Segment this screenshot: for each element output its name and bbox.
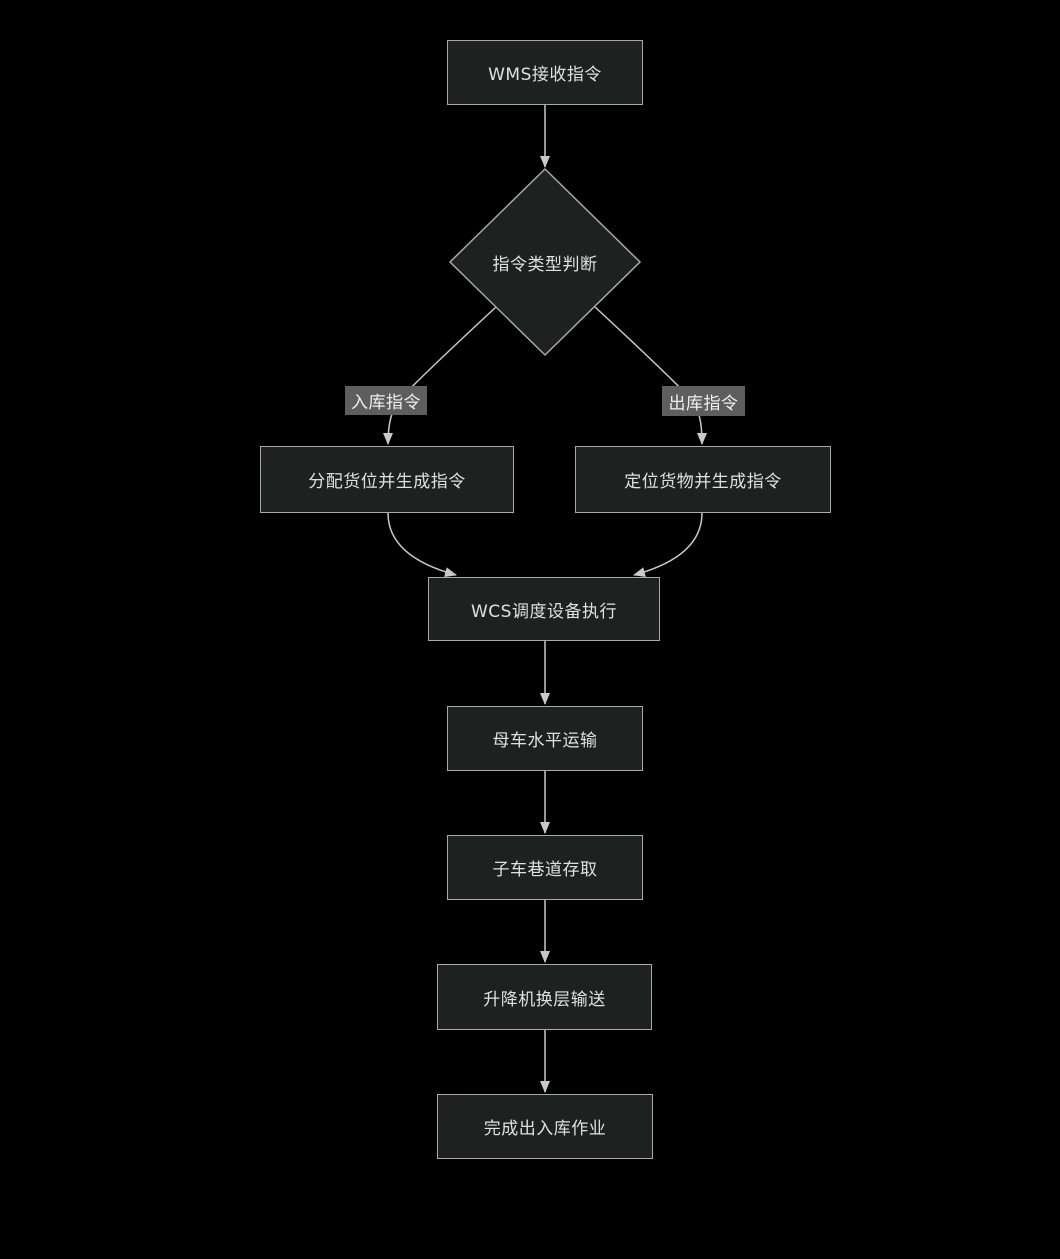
node-child-cart: 子车巷道存取 (447, 835, 643, 900)
node-locate-goods: 定位货物并生成指令 (575, 446, 831, 513)
node-wms-receive: WMS接收指令 (447, 40, 643, 105)
node-lift-transfer: 升降机换层输送 (437, 964, 652, 1030)
node-wcs-dispatch: WCS调度设备执行 (428, 577, 660, 641)
edge-allocate-to-wcs (387, 512, 457, 577)
node-complete-operation: 完成出入库作业 (437, 1094, 653, 1159)
edge-label-outbound: 出库指令 (662, 386, 745, 416)
edge-locate-to-wcs (633, 512, 703, 577)
node-decision-label: 指令类型判断 (492, 254, 598, 275)
edge-label-inbound: 入库指令 (345, 386, 427, 415)
node-mother-cart: 母车水平运输 (447, 706, 643, 771)
node-allocate-slot: 分配货位并生成指令 (260, 446, 514, 513)
